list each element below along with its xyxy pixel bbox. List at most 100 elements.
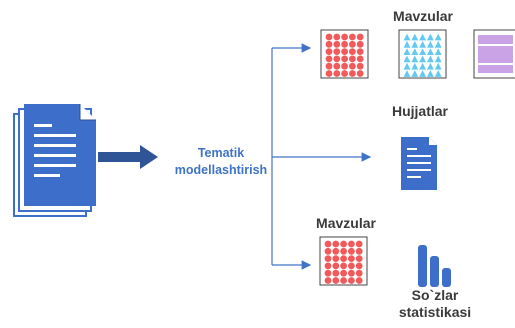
topic-modeling-line-1: Tematik — [197, 146, 245, 160]
word-stats-line-1: So`zlar — [411, 287, 459, 303]
dot — [325, 55, 333, 63]
triangle — [403, 48, 411, 55]
dot — [356, 70, 364, 77]
triangle — [427, 62, 434, 70]
dot — [324, 262, 332, 270]
dot — [348, 247, 355, 255]
topic-modeling-label: Tematik modellashtirish — [166, 145, 276, 179]
dot — [348, 240, 355, 248]
word-stats-label: So`zlar statistikasi — [392, 287, 478, 321]
triangle — [434, 40, 442, 48]
document-icon — [401, 137, 437, 190]
triangle — [434, 48, 442, 55]
triangle — [434, 62, 442, 70]
topics-top-label: Mavzular — [393, 8, 453, 24]
dot — [340, 277, 347, 284]
triangle — [419, 70, 426, 77]
triangle — [411, 48, 419, 55]
processing-arrow — [98, 145, 158, 169]
dot — [324, 240, 332, 248]
dot — [355, 269, 363, 277]
triangle — [403, 62, 411, 70]
dot — [349, 48, 356, 55]
dot — [355, 247, 363, 255]
triangle — [419, 48, 426, 55]
dot — [348, 262, 355, 270]
dot — [341, 62, 348, 70]
dot — [349, 70, 356, 77]
dot — [341, 48, 348, 55]
triangle — [411, 55, 419, 63]
triangle — [427, 70, 434, 77]
dot — [325, 48, 333, 55]
dot — [332, 255, 340, 262]
dot — [332, 247, 340, 255]
dot — [333, 33, 341, 41]
triangle — [427, 55, 434, 63]
dot — [324, 277, 332, 284]
dot — [356, 40, 364, 48]
red-dot-grid-icon — [320, 29, 369, 79]
dot — [349, 62, 356, 70]
triangle — [403, 40, 411, 48]
dot — [324, 255, 332, 262]
red-dot-grid-icon — [319, 236, 368, 286]
triangle — [427, 48, 434, 55]
dot — [332, 262, 340, 270]
dot — [348, 277, 355, 284]
triangle — [403, 70, 411, 77]
triangle — [419, 33, 426, 41]
dot — [341, 40, 348, 48]
triangle — [411, 62, 419, 70]
dot — [332, 269, 340, 277]
triangle — [419, 55, 426, 63]
dot — [324, 269, 332, 277]
triangle — [434, 33, 442, 41]
dot — [356, 62, 364, 70]
triangle — [403, 33, 411, 41]
triangle — [411, 40, 419, 48]
triangle — [411, 70, 419, 77]
triangle — [434, 70, 442, 77]
dot — [333, 70, 341, 77]
stacked-documents-icon — [13, 104, 96, 217]
triangle — [419, 62, 426, 70]
dot — [355, 255, 363, 262]
dot — [349, 33, 356, 41]
dot — [340, 262, 347, 270]
dot — [348, 269, 355, 277]
dot — [356, 55, 364, 63]
dot — [325, 40, 333, 48]
documents-label: Hujjatlar — [391, 103, 448, 119]
dot — [341, 55, 348, 63]
word-stats-line-2: statistikasi — [398, 304, 472, 320]
triangle — [427, 33, 434, 41]
bar-chart-icon — [418, 245, 451, 287]
dot — [324, 247, 332, 255]
dot — [349, 55, 356, 63]
dot — [340, 240, 347, 248]
dot — [340, 269, 347, 277]
dot — [332, 277, 340, 284]
triangle — [411, 33, 419, 41]
topic-modeling-line-2: modellashtirish — [174, 163, 268, 177]
dot — [355, 240, 363, 248]
dot — [325, 70, 333, 77]
topics-bottom-label: Mavzular — [316, 215, 376, 231]
dot — [333, 55, 341, 63]
cyan-triangle-grid-icon — [398, 29, 447, 79]
dot — [356, 33, 364, 41]
dot — [332, 240, 340, 248]
dot — [355, 277, 363, 284]
dot — [325, 33, 333, 41]
triangle — [434, 55, 442, 63]
dot — [340, 247, 347, 255]
dot — [348, 255, 355, 262]
triangle — [427, 40, 434, 48]
purple-panel-icon — [473, 29, 515, 79]
dot — [333, 40, 341, 48]
dot — [340, 255, 347, 262]
dot — [355, 262, 363, 270]
